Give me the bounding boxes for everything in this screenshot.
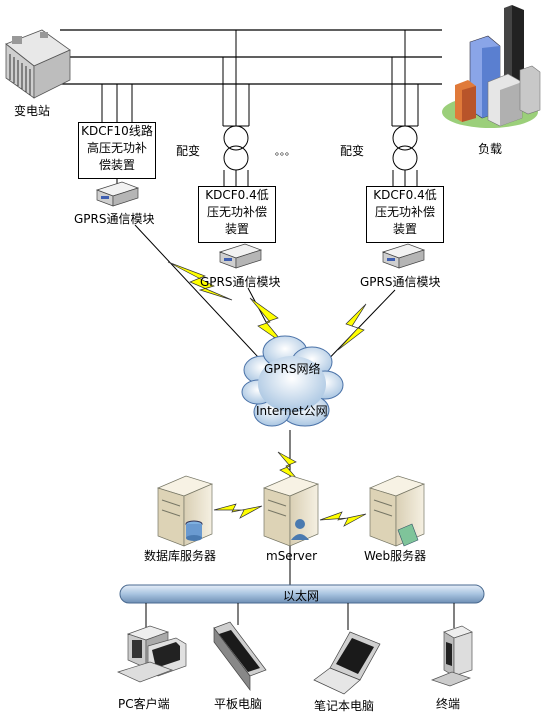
- buildings-icon: [442, 5, 541, 128]
- tablet-icon: [213, 621, 267, 692]
- transformer-2: [391, 30, 419, 186]
- mserver-icon: [262, 475, 320, 547]
- tablet-label: 平板电脑: [214, 697, 263, 711]
- device-line: KDCF10线路: [81, 124, 153, 138]
- terminal-label: 终端: [436, 697, 461, 711]
- gprs-module-label: GPRS通信模块: [360, 275, 441, 289]
- lv-compensation-device-1: KDCF0.4低 压无功补偿 装置: [198, 186, 276, 243]
- database-server-label: 数据库服务器: [144, 549, 217, 563]
- device-line: 高压无功补: [86, 141, 147, 155]
- device-line: KDCF0.4低: [373, 188, 437, 202]
- web-server-icon: [368, 475, 426, 547]
- gprs-module-label: GPRS通信模块: [200, 275, 281, 289]
- device-line: 压无功补偿: [374, 205, 435, 219]
- pc-icon: [117, 625, 187, 683]
- ethernet-bar: [119, 584, 485, 604]
- terminal-icon: [430, 625, 473, 687]
- substation-label: 变电站: [14, 104, 51, 118]
- hv-compensation-device: KDCF10线路 高压无功补 偿装置: [78, 122, 156, 179]
- substation-icon: [5, 29, 71, 99]
- gprs-module-icon: [381, 243, 426, 269]
- internet-label: Internet公网: [256, 404, 328, 418]
- power-lines: [60, 29, 442, 85]
- transformer-label-2: 配变: [340, 144, 365, 158]
- ethernet-label: 以太网: [283, 589, 320, 603]
- lightning-icon: [213, 503, 367, 527]
- gprs-network-label: GPRS网络: [264, 362, 321, 376]
- gprs-module-icon: [95, 181, 140, 207]
- device-line: 偿装置: [98, 158, 135, 172]
- mserver-label: mServer: [266, 549, 318, 563]
- device-line: 装置: [224, 222, 249, 236]
- transformer-1: [222, 30, 250, 186]
- ellipsis: 。。。: [275, 147, 295, 158]
- pc-client-label: PC客户端: [118, 697, 170, 711]
- database-server-icon: [156, 475, 214, 547]
- laptop-icon: [313, 631, 381, 695]
- laptop-label: 笔记本电脑: [314, 699, 375, 713]
- gprs-module-label: GPRS通信模块: [74, 212, 155, 226]
- load-label: 负载: [478, 142, 503, 156]
- hv-tap-lines: [101, 84, 133, 122]
- client-links: [145, 603, 455, 630]
- device-line: 压无功补偿: [206, 205, 267, 219]
- internet-cloud: [241, 335, 344, 427]
- device-line: 装置: [392, 222, 417, 236]
- lv-compensation-device-2: KDCF0.4低 压无功补偿 装置: [366, 186, 444, 243]
- web-server-label: Web服务器: [364, 549, 427, 563]
- device-line: KDCF0.4低: [205, 188, 269, 202]
- gprs-module-icon: [218, 243, 263, 269]
- transformer-label-1: 配变: [176, 144, 201, 158]
